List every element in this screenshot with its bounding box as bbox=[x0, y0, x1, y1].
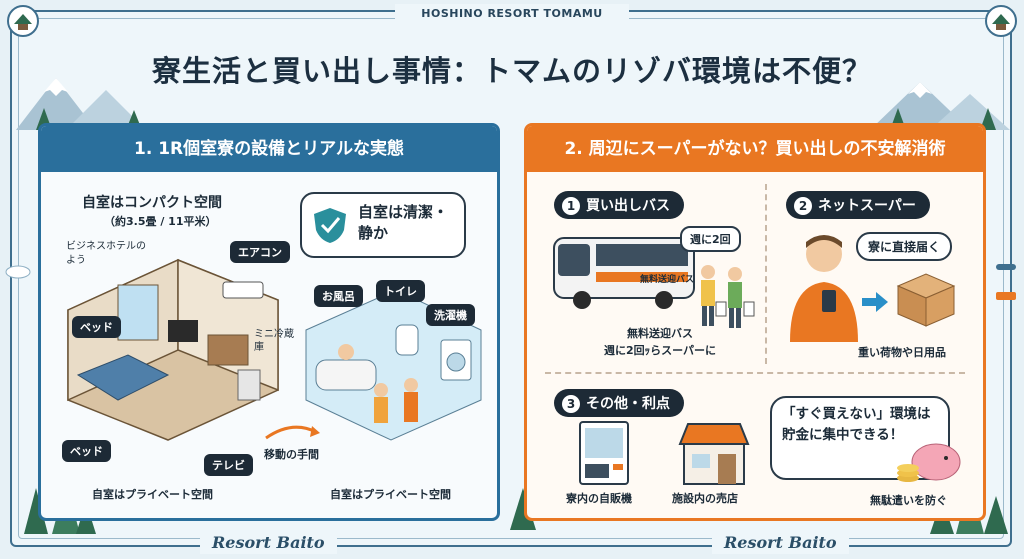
bed-label-top: ベッド bbox=[72, 316, 121, 338]
net-super-label: ネットスーパー bbox=[818, 198, 916, 214]
cardboard-box-icon bbox=[896, 273, 956, 327]
item-number-1: 1 bbox=[562, 197, 580, 215]
brand-left: Resort Baito bbox=[200, 532, 337, 554]
delivery-bubble: 寮に直接届く bbox=[856, 232, 953, 261]
clean-quiet-bubble: 自室は清潔・静か bbox=[300, 192, 466, 258]
private-space-right: 自室はプライベート空間 bbox=[330, 488, 451, 501]
shop-label: 施設内の売店 bbox=[672, 492, 738, 505]
mountain-right-icon bbox=[870, 82, 1010, 130]
cloud-left-icon bbox=[5, 265, 31, 279]
move-effort-label: 移動の手間 bbox=[264, 448, 319, 461]
bus-caption-2: 週に2回ｯらスーパーに bbox=[603, 344, 717, 357]
arrow-move-icon bbox=[265, 425, 320, 440]
shoppers-icon bbox=[701, 265, 755, 328]
bus-frequency-bubble: 週に2回 bbox=[680, 226, 741, 252]
room-title: 自室はコンパクト空間 bbox=[82, 195, 222, 211]
toilet-label: トイレ bbox=[376, 280, 425, 302]
item-number-2: 2 bbox=[794, 197, 812, 215]
bathroom-illustration bbox=[305, 289, 482, 441]
other-merits-heading: 3 その他・利点 bbox=[554, 389, 684, 417]
washer-label: 洗濯機 bbox=[426, 304, 475, 326]
piggy-bank-icon bbox=[897, 443, 961, 482]
brand-right: Resort Baito bbox=[712, 532, 849, 554]
bath-label: お風呂 bbox=[314, 285, 363, 307]
shopping-bus-label: 買い出しバス bbox=[586, 198, 670, 214]
shop-icon bbox=[678, 423, 750, 485]
shopping-bus-heading: 1 買い出しバス bbox=[554, 191, 684, 219]
vending-machine-icon bbox=[579, 421, 629, 485]
private-space-left: 自室はプライベート空間 bbox=[92, 488, 213, 501]
ski-right-icon bbox=[996, 264, 1016, 300]
bed-label-bottom: ベッド bbox=[62, 440, 111, 462]
dorm-panel-heading: 1. 1R個室寮の設備とリアルな実態 bbox=[41, 126, 497, 172]
business-hotel-note: ビジネスホテルのよう bbox=[66, 241, 146, 266]
item-number-3: 3 bbox=[562, 395, 580, 413]
divider-horizontal bbox=[545, 372, 965, 374]
saving-text: 「すぐ買えない」環境は貯金に集中できる！ bbox=[782, 406, 931, 443]
top-banner: HOSHINO RESORT TOMAMU bbox=[395, 4, 629, 24]
aircon-label: エアコン bbox=[230, 241, 290, 263]
arrow-right-icon bbox=[862, 292, 888, 312]
saving-caption: 無駄遣いを防ぐ bbox=[870, 494, 947, 507]
bus-caption-1: 無料送迎バス bbox=[627, 327, 693, 340]
room-illustration bbox=[67, 258, 279, 441]
vending-label: 寮内の自販機 bbox=[566, 492, 632, 505]
cabin-badge-left-icon bbox=[7, 5, 39, 37]
page-title: 寮生活と買い出し事情：トマムのリゾバ環境は不便？ bbox=[151, 54, 872, 88]
shopping-panel-heading: 2. 周辺にスーパーがない？買い出しの不安解消術 bbox=[527, 126, 983, 172]
smartphone-user-icon bbox=[790, 235, 858, 342]
mini-fridge-label: ミニ冷蔵庫 bbox=[254, 329, 294, 353]
room-size: （約3.5畳 / 11平米） bbox=[104, 215, 217, 228]
shield-check-icon bbox=[314, 208, 346, 243]
other-merits-label: その他・利点 bbox=[586, 396, 670, 412]
clean-quiet-text: 自室は清潔・静か bbox=[358, 203, 449, 242]
divider-vertical bbox=[765, 184, 767, 364]
shuttle-bus-icon bbox=[553, 237, 695, 309]
bus-side-label: 無料送迎バス bbox=[640, 275, 695, 285]
delivery-caption: 重い荷物や日用品 bbox=[858, 346, 946, 359]
tv-label: テレビ bbox=[204, 454, 253, 476]
cabin-badge-right-icon bbox=[985, 5, 1017, 37]
net-super-heading: 2 ネットスーパー bbox=[786, 191, 930, 219]
